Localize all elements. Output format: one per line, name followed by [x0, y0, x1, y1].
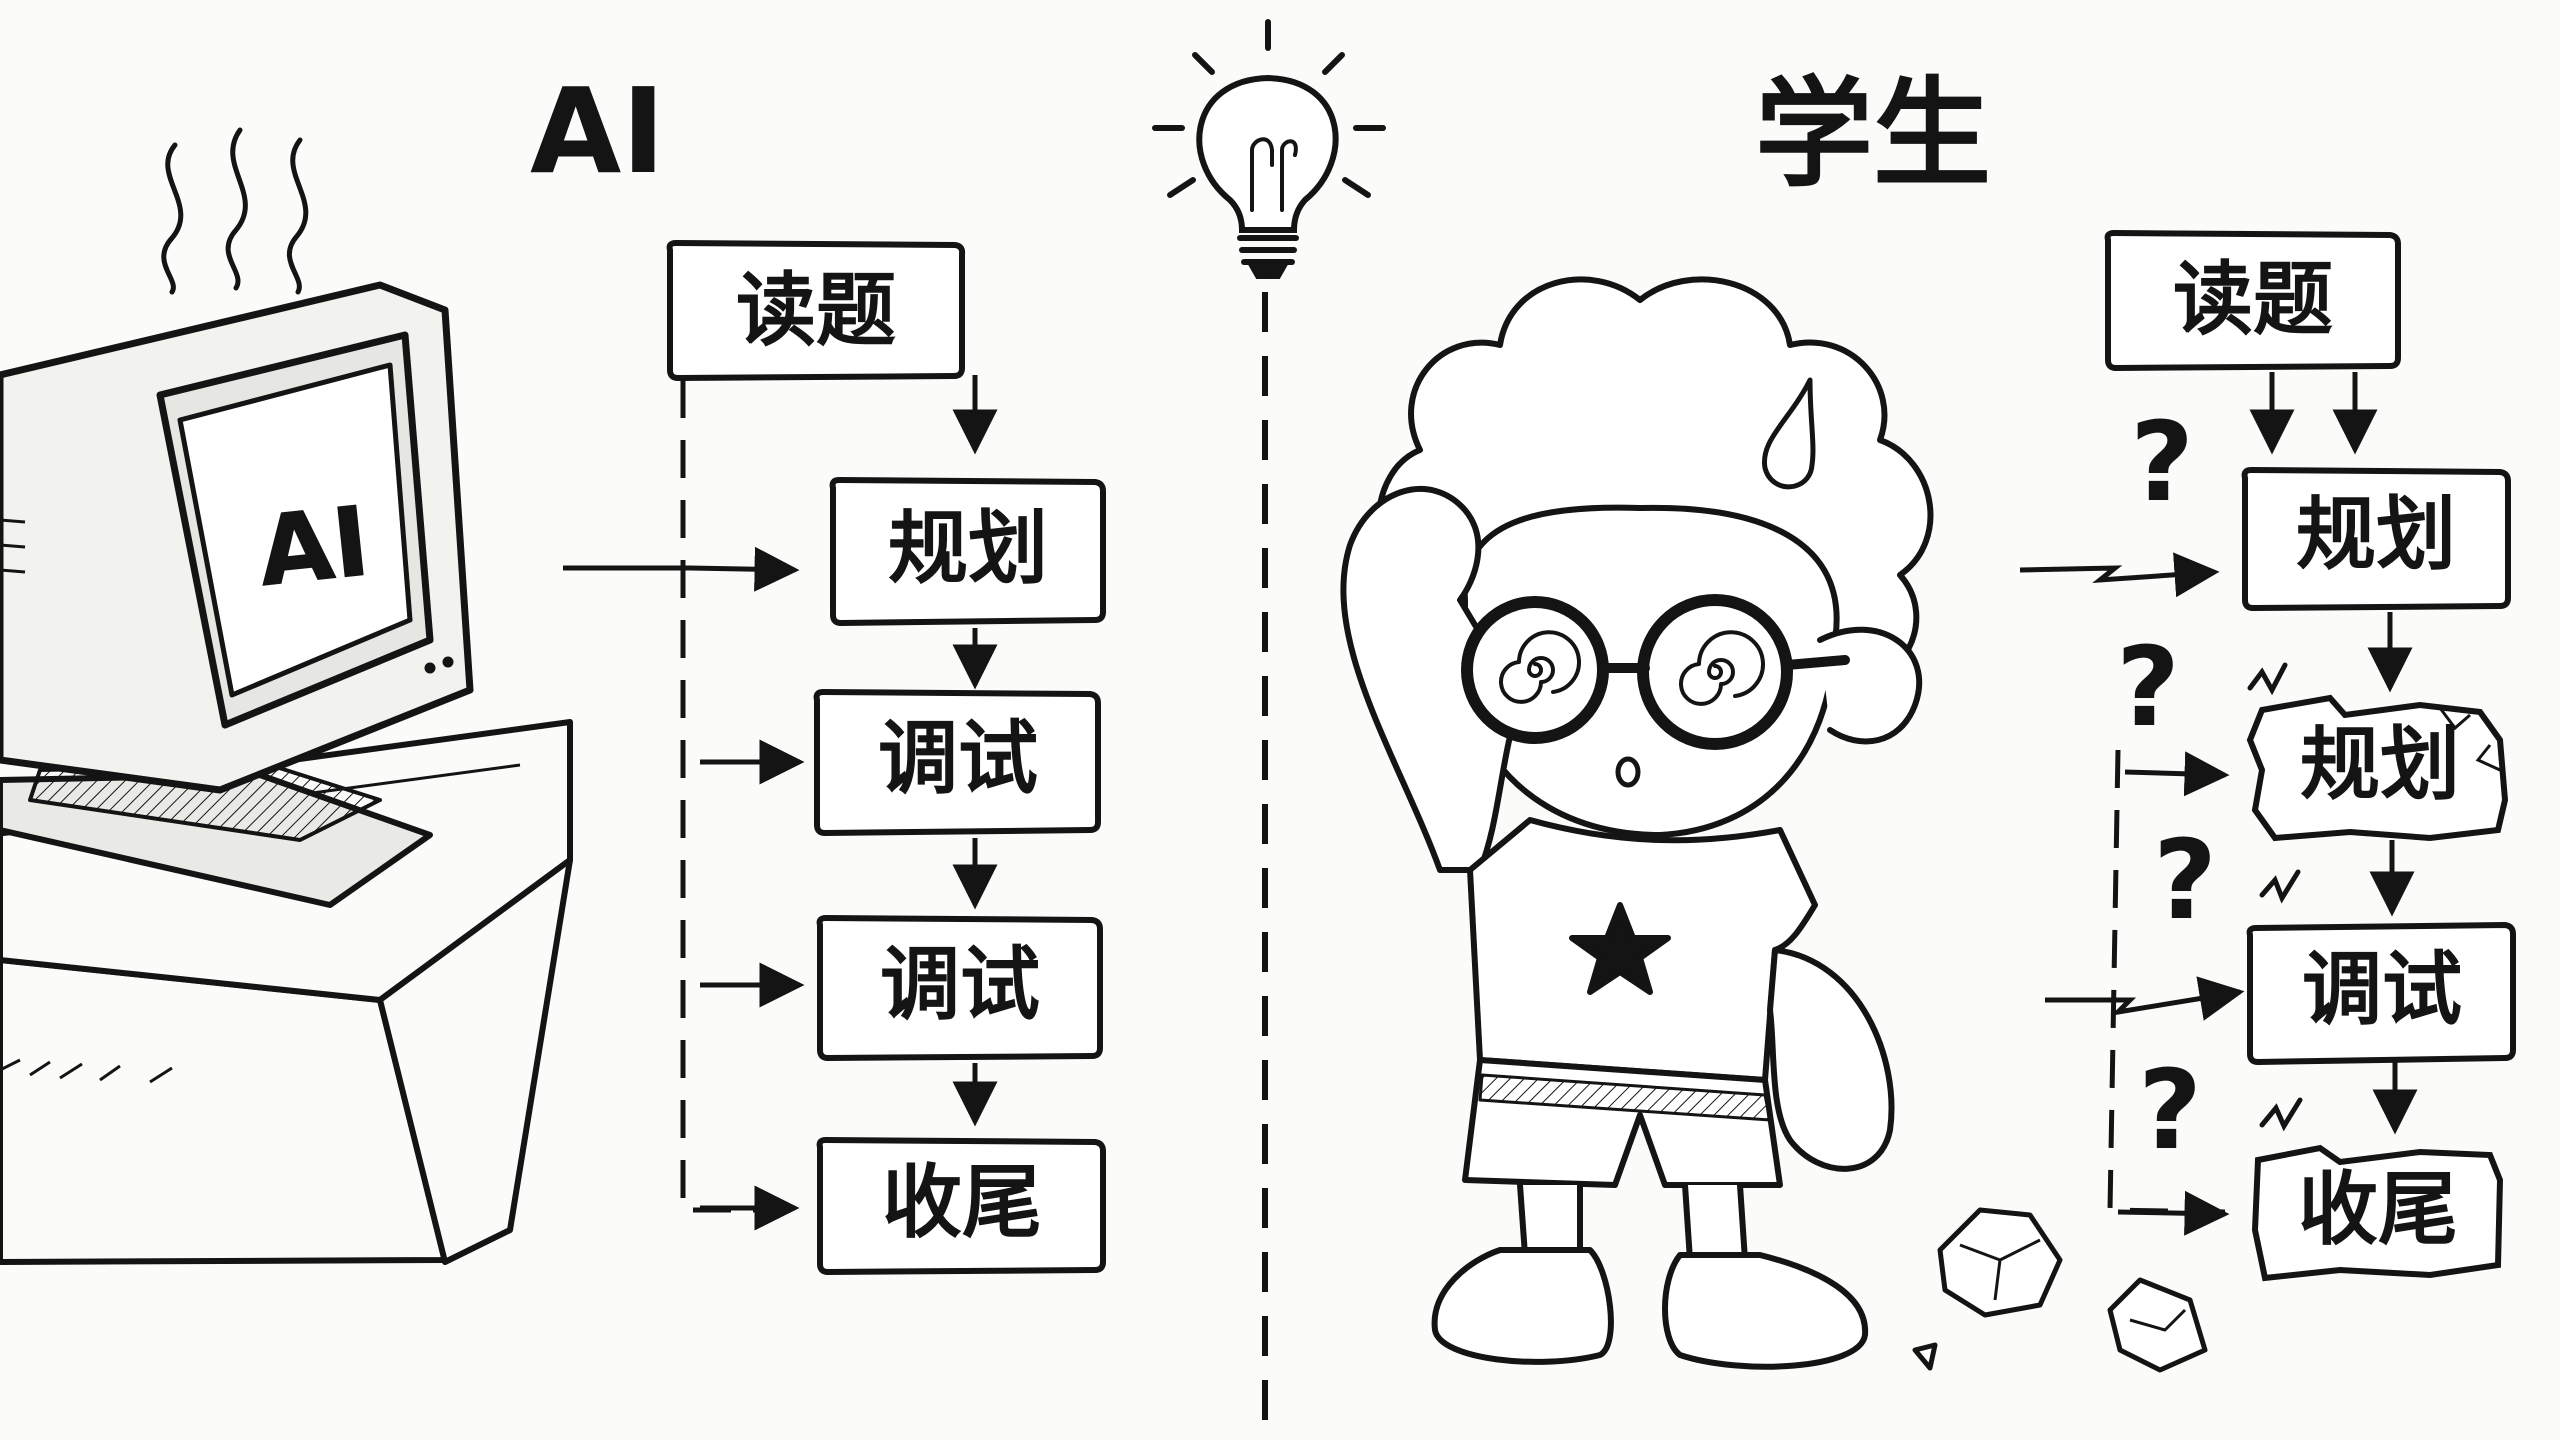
ai-flow-arrows [563, 375, 998, 1231]
confused-student-icon [1340, 276, 1934, 1370]
student-flow-arrows [2019, 372, 2418, 1236]
crumpled-paper-icon [1912, 1207, 2208, 1373]
student-step-label: 收尾 [2298, 1163, 2458, 1256]
confusion-scribble [2247, 662, 2303, 1132]
question-mark-icon: ? [2138, 1046, 2202, 1174]
computer-icon: AI [0, 281, 474, 908]
ai-step-box: 收尾 [816, 1136, 1106, 1276]
ai-step-label: 收尾 [882, 1156, 1042, 1249]
question-mark-icon: ? [2153, 816, 2217, 944]
ai-dashed-rail [680, 380, 795, 1213]
student-step-box: 调试 [2246, 921, 2516, 1066]
question-mark-icon: ? [2130, 398, 2194, 526]
student-step-label: 调试 [2302, 943, 2462, 1036]
lightbulb-icon [1152, 19, 1386, 279]
student-title: 学生 [1755, 65, 1991, 203]
student-step-box: 读题 [2104, 229, 2401, 372]
student-step-box-torn: 规划 [2246, 694, 2509, 842]
question-mark-icon: ? [2116, 623, 2180, 751]
ai-step-label: 规划 [888, 502, 1048, 595]
student-step-label: 规划 [2300, 718, 2460, 811]
student-step-label: 读题 [2173, 253, 2333, 346]
ai-step-box: 调试 [813, 688, 1101, 837]
steam-icon [161, 127, 309, 295]
student-step-box: 规划 [2241, 466, 2511, 612]
ai-step-box: 调试 [816, 914, 1103, 1062]
student-step-box-torn: 收尾 [2251, 1144, 2504, 1282]
student-dashed-rail [2107, 749, 2226, 1215]
ai-step-label: 读题 [736, 264, 896, 357]
ai-step-box: 读题 [666, 239, 966, 382]
ai-step-label: 调试 [880, 938, 1040, 1031]
monitor-screen-text: AI [253, 485, 374, 608]
ai-step-label: 调试 [878, 712, 1038, 805]
ai-step-box: 规划 [829, 476, 1106, 627]
ai-title: AI [530, 62, 665, 200]
student-step-label: 规划 [2296, 488, 2456, 581]
